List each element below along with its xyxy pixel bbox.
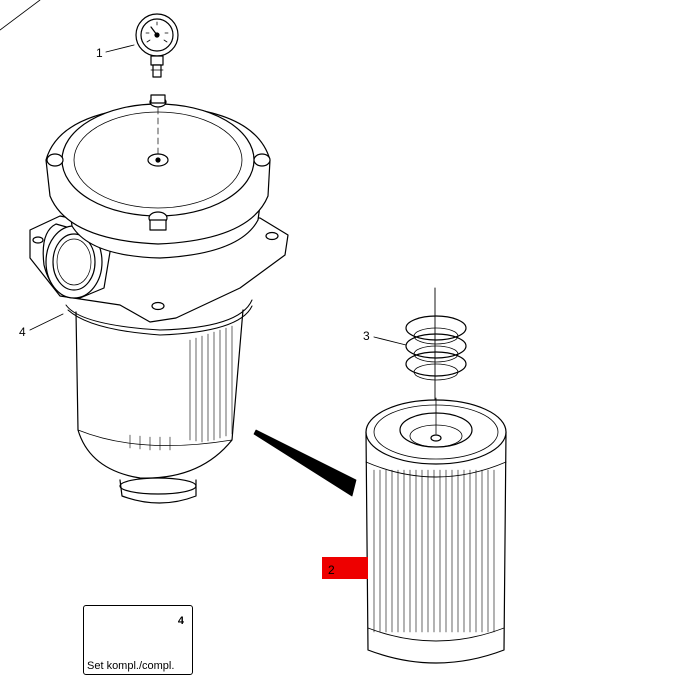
leader-1: [105, 44, 135, 53]
filter-housing[interactable]: [29, 94, 289, 504]
kit-label: Set kompl./compl.: [87, 660, 175, 672]
assembly-arrow: [253, 429, 357, 497]
callout-3[interactable]: 3: [363, 329, 370, 343]
leader-4-housing: [29, 313, 64, 331]
pressure-gauge[interactable]: [135, 13, 179, 78]
leader-3: [373, 336, 407, 346]
callout-1[interactable]: 1: [96, 46, 103, 60]
kit-number: 4: [177, 615, 184, 627]
gasket-kit-inset[interactable]: 4 Set kompl./compl.: [83, 605, 193, 675]
callout-2-highlight[interactable]: [322, 557, 368, 579]
filter-element[interactable]: [365, 397, 507, 664]
callout-2[interactable]: 2: [328, 563, 335, 577]
callout-4[interactable]: 4: [19, 325, 26, 339]
corner-line: [0, 0, 41, 31]
spring[interactable]: [405, 287, 467, 419]
